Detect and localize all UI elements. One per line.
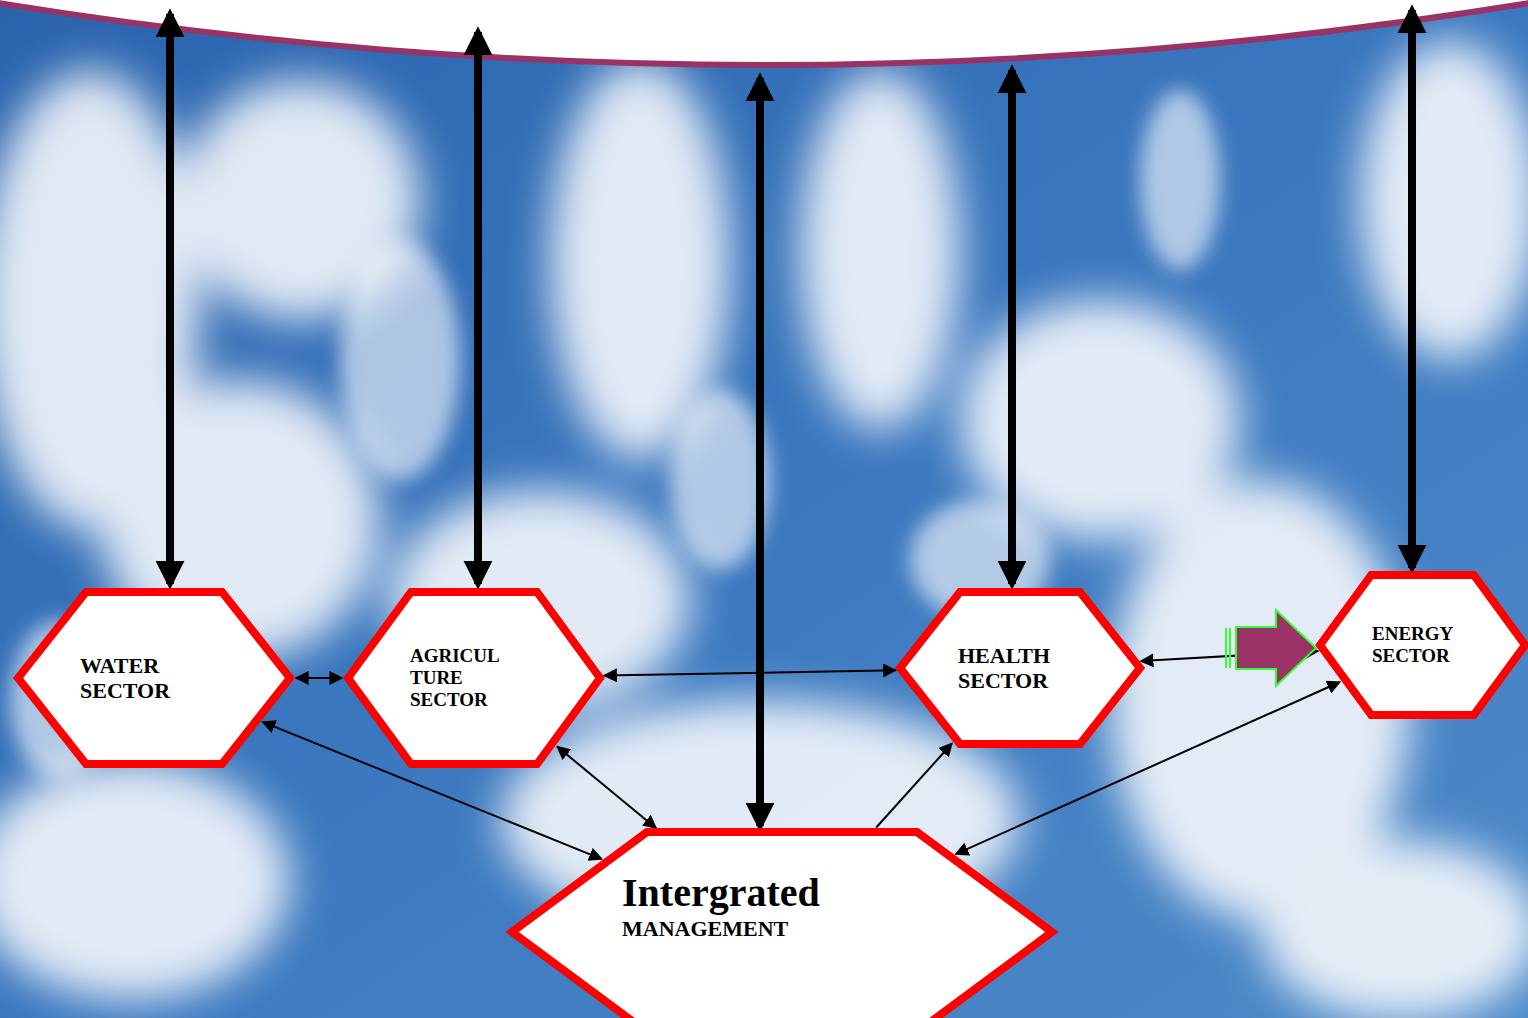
node-label: HEALTH SECTOR [958,643,1084,694]
sector-hexagon: WATER SECTOR [18,592,290,764]
block-arrow-stripe [1225,628,1227,668]
hexagon-border [900,592,1140,744]
vertical-arrow [166,14,174,584]
vertical-arrow [474,32,482,584]
node-sublabel: MANAGEMENT [622,916,932,941]
sector-hexagon: ENERGY SECTOR [1320,575,1525,715]
connector-arrow [604,670,895,675]
connector-arrow [876,743,952,827]
connector-arrow [557,747,656,829]
connector-arrow [296,677,342,679]
vertical-arrow [1008,70,1016,584]
block-arrow-stripe [1229,628,1231,668]
node-label: WATER SECTOR [80,653,230,704]
vertical-arrow [756,78,764,826]
hexagon-border [348,592,600,764]
vertical-arrows [170,10,1412,826]
sector-hexagon: IntergratedMANAGEMENT [512,832,1052,1018]
node-label: Intergrated [622,870,932,916]
hexagon-outline [348,592,600,764]
sector-hexagon: HEALTH SECTOR [900,592,1140,744]
connector-arrow [1141,651,1318,661]
vertical-arrow [1408,10,1416,568]
node-label: ENERGY SECTOR [1372,623,1479,667]
hexagon-border [1320,575,1525,715]
sector-hexagon: AGRICUL TURE SECTOR [348,592,600,764]
hexagon-border [18,592,290,764]
block-arrow [1236,610,1316,686]
hexagon-border [512,832,1052,1018]
top-band-outline [0,0,1528,65]
node-label: AGRICUL TURE SECTOR [410,645,538,711]
